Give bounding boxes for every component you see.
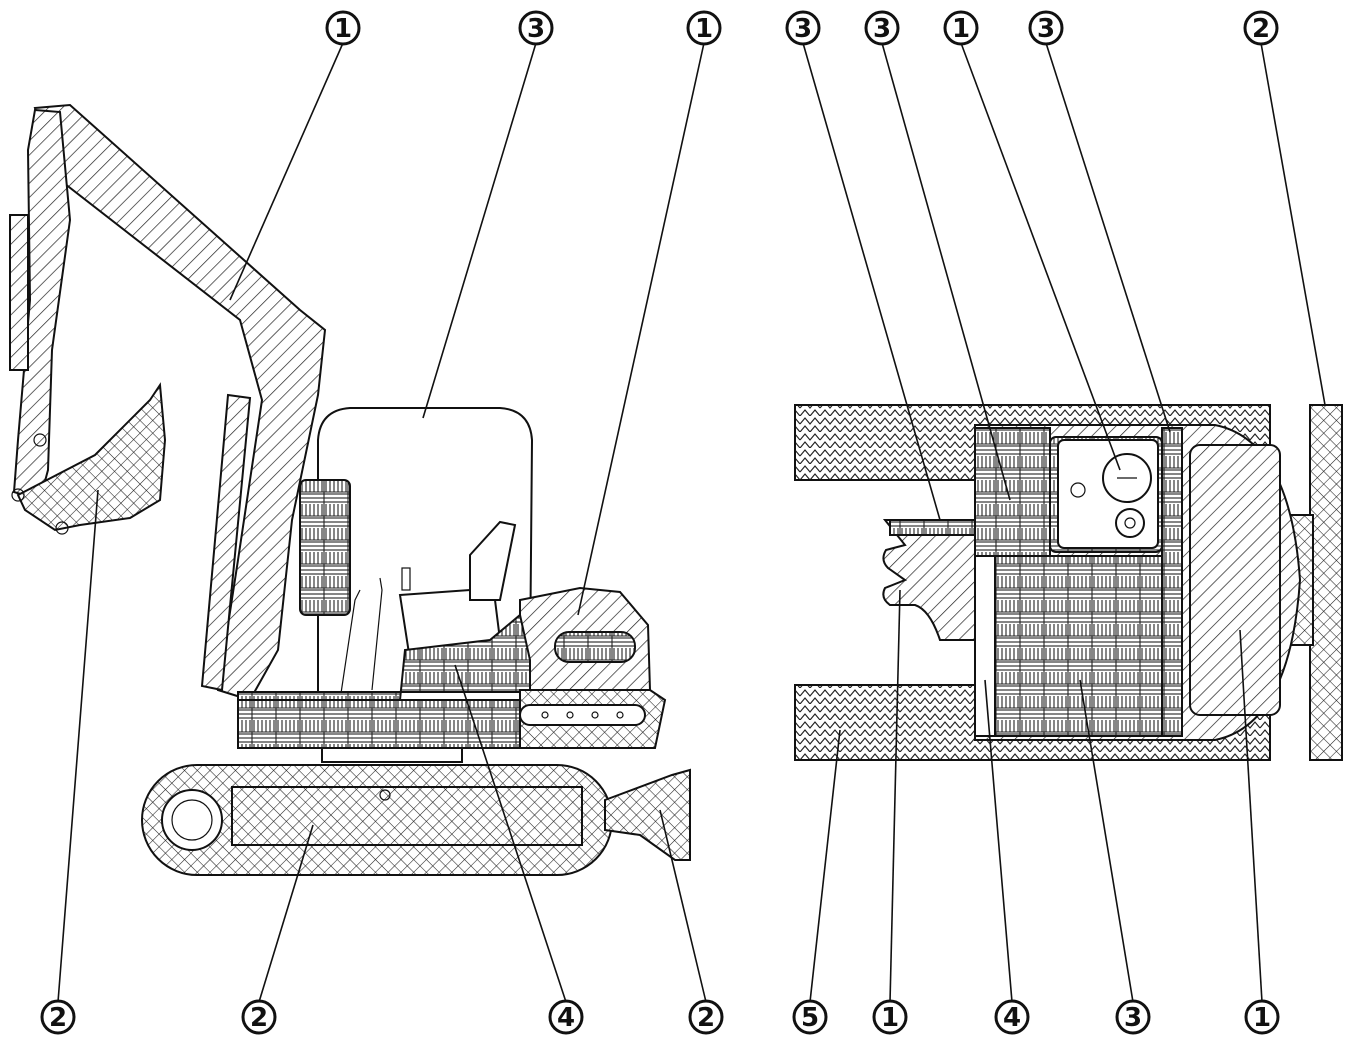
top-cab-floor xyxy=(974,427,1051,557)
svg-text:2: 2 xyxy=(49,1003,67,1033)
boom-cylinder xyxy=(200,393,252,692)
svg-text:1: 1 xyxy=(952,14,970,44)
svg-text:2: 2 xyxy=(250,1003,268,1033)
svg-text:4: 4 xyxy=(1003,1003,1021,1033)
callout-side-top-1: 1 xyxy=(325,10,361,46)
dozer-blade xyxy=(604,768,691,861)
callout-top-bottom-3: 4 xyxy=(994,999,1030,1035)
svg-text:1: 1 xyxy=(1253,1003,1271,1033)
callout-side-top-3: 1 xyxy=(686,10,722,46)
callout-top-bottom-2: 1 xyxy=(872,999,908,1035)
svg-text:3: 3 xyxy=(527,14,545,44)
callout-top-bottom-5: 1 xyxy=(1244,999,1280,1035)
boom xyxy=(33,103,327,702)
svg-text:3: 3 xyxy=(1037,14,1055,44)
callout-top-top-3: 1 xyxy=(943,10,979,46)
svg-text:2: 2 xyxy=(1252,14,1270,44)
top-view xyxy=(794,404,1343,761)
top-floor-plate xyxy=(994,555,1181,737)
leader-lines xyxy=(57,42,1326,1003)
svg-text:4: 4 xyxy=(557,1003,575,1033)
svg-text:3: 3 xyxy=(794,14,812,44)
callout-side-bottom-3: 4 xyxy=(548,999,584,1035)
top-engine-hood xyxy=(1189,444,1281,716)
svg-text:5: 5 xyxy=(801,1003,819,1033)
callout-side-top-2: 3 xyxy=(518,10,554,46)
callout-top-top-2: 3 xyxy=(864,10,900,46)
callouts: 1 3 1 2 2 4 2 3 3 1 3 2 5 1 4 3 1 xyxy=(40,10,1280,1035)
svg-text:1: 1 xyxy=(881,1003,899,1033)
callout-top-top-4: 3 xyxy=(1028,10,1064,46)
callout-side-bottom-2: 2 xyxy=(241,999,277,1035)
svg-text:3: 3 xyxy=(1124,1003,1142,1033)
callout-top-bottom-1: 5 xyxy=(792,999,828,1035)
callout-side-bottom-4: 2 xyxy=(688,999,724,1035)
svg-text:1: 1 xyxy=(695,14,713,44)
top-swing-bracket xyxy=(882,519,976,641)
callout-top-bottom-4: 3 xyxy=(1115,999,1151,1035)
top-dozer-blade xyxy=(1309,404,1343,761)
svg-text:3: 3 xyxy=(873,14,891,44)
callout-side-bottom-1: 2 xyxy=(40,999,76,1035)
side-view xyxy=(9,103,691,876)
arm-cylinder xyxy=(9,214,29,371)
bucket xyxy=(16,382,167,532)
svg-text:1: 1 xyxy=(334,14,352,44)
callout-top-top-5: 2 xyxy=(1243,10,1279,46)
cab-side-window xyxy=(299,479,351,616)
svg-text:2: 2 xyxy=(697,1003,715,1033)
callout-top-top-1: 3 xyxy=(785,10,821,46)
